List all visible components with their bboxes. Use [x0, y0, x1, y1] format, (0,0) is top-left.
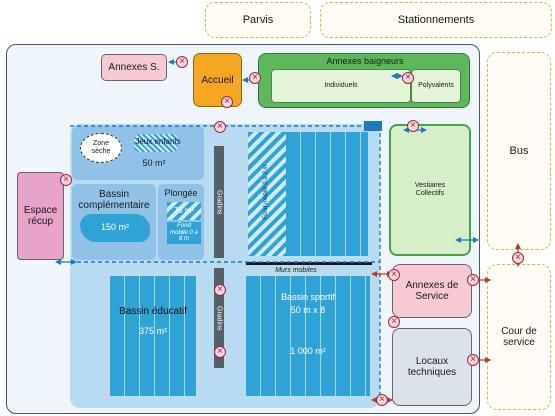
- plongee-pool: 75 m²: [167, 202, 201, 220]
- locaux-label: Locaux techniques: [407, 356, 457, 378]
- individuels-label: Individuels: [324, 82, 358, 90]
- jeux-area-label: 50 m²: [142, 158, 166, 169]
- crossing-marker: ×: [176, 56, 188, 68]
- bus-label: Bus: [509, 144, 529, 157]
- bassin-sportif-dims: 50 m x 8: [290, 305, 326, 316]
- crossing-marker: ×: [402, 72, 414, 84]
- cour-service-label: Cour de service: [501, 326, 537, 348]
- bus-zone: Bus: [487, 52, 551, 250]
- bassin-sportif-pool: [246, 276, 370, 396]
- annexes-baigneurs-room: Annexes baigneurs Individuels Polyvalent…: [258, 53, 470, 108]
- bassin-educ-label: Bassin éducatif: [119, 305, 187, 317]
- gradins-bottom: Gradins: [214, 268, 224, 368]
- cour-service-zone: Cour de service: [487, 264, 551, 410]
- bassin-sportif-label: Bassin sportif: [280, 292, 336, 303]
- crossing-marker: ×: [467, 274, 479, 286]
- plongee-fond-mobile: Fond mobile 0 à 6 m: [167, 222, 201, 244]
- fond-mobile-small-label: Fond mobile 0 à 6 m: [170, 223, 198, 243]
- murs-mobiles-wall: [246, 262, 372, 265]
- individuels-room: Individuels: [271, 69, 411, 103]
- vestiaires-label: Vestiaires Collectifs: [414, 182, 446, 197]
- polyvalents-label: Polyvalents: [418, 82, 454, 90]
- stationnements-label: Stationnements: [397, 13, 475, 26]
- parvis-zone: Parvis: [205, 2, 311, 38]
- crossing-marker: ×: [376, 394, 388, 406]
- bassin-comp-pool: 150 m²: [80, 214, 150, 242]
- annexes-s-room: Annexes S.: [101, 54, 167, 81]
- plongee-label: Plongée: [164, 188, 198, 199]
- crossing-marker: ×: [60, 174, 72, 186]
- zone-seche-area: Zone sèche: [80, 133, 122, 163]
- crossing-marker: ×: [388, 316, 400, 328]
- polyvalents-room: Polyvalents: [411, 69, 461, 103]
- vestiaires-room: Vestiaires Collectifs: [389, 124, 471, 256]
- parvis-label: Parvis: [242, 13, 274, 26]
- espace-recup-room: Espace récup: [17, 172, 64, 260]
- gradins-bottom-label: Gradins: [215, 305, 223, 331]
- espace-recup-label: Espace récup: [23, 205, 58, 227]
- plongee-area: 75 m²: [173, 205, 195, 215]
- bassin-educatif-pool: [110, 276, 196, 396]
- bassin-comp-label: Bassin complémentaire: [78, 189, 150, 211]
- gradins-top: Gradins: [214, 146, 224, 258]
- crossing-marker: ×: [467, 354, 479, 366]
- crossing-marker: ×: [407, 120, 419, 132]
- jeux-enfants-area: [134, 134, 178, 152]
- annexes-service-room: Annexes de Service: [392, 264, 472, 318]
- bassin-educ-area: 375 m²: [138, 326, 167, 337]
- upper-lanes: [286, 132, 368, 256]
- bassin-sportif-area: 1 000 m²: [290, 346, 326, 357]
- crossing-marker: ×: [388, 269, 400, 281]
- crossing-marker: ×: [214, 346, 226, 358]
- locaux-techniques-room: Locaux techniques: [392, 328, 472, 406]
- crossing-marker: ×: [214, 121, 226, 133]
- accueil-label: Accueil: [201, 74, 234, 86]
- crossing-marker: ×: [512, 252, 524, 264]
- jeux-enfants-label: Jeux enfants: [135, 136, 181, 146]
- murs-mobiles-label: Murs mobiles: [275, 267, 317, 275]
- gradins-top-label: Gradins: [215, 189, 223, 215]
- stationnements-zone: Stationnements: [320, 2, 552, 38]
- crossing-marker: ×: [249, 72, 261, 84]
- annexes-baigneurs-label: Annexes baigneurs: [326, 56, 404, 67]
- accueil-room: Accueil: [193, 53, 242, 107]
- crossing-marker: ×: [214, 284, 226, 296]
- annexes-s-label: Annexes S.: [108, 62, 160, 73]
- bassin-comp-area: 150 m²: [100, 222, 129, 233]
- annexes-service-label: Annexes de Service: [405, 280, 459, 302]
- zone-seche-label: Zone sèche: [91, 140, 111, 155]
- fond-mobile-big: [248, 132, 286, 256]
- crossing-marker: ×: [221, 96, 233, 108]
